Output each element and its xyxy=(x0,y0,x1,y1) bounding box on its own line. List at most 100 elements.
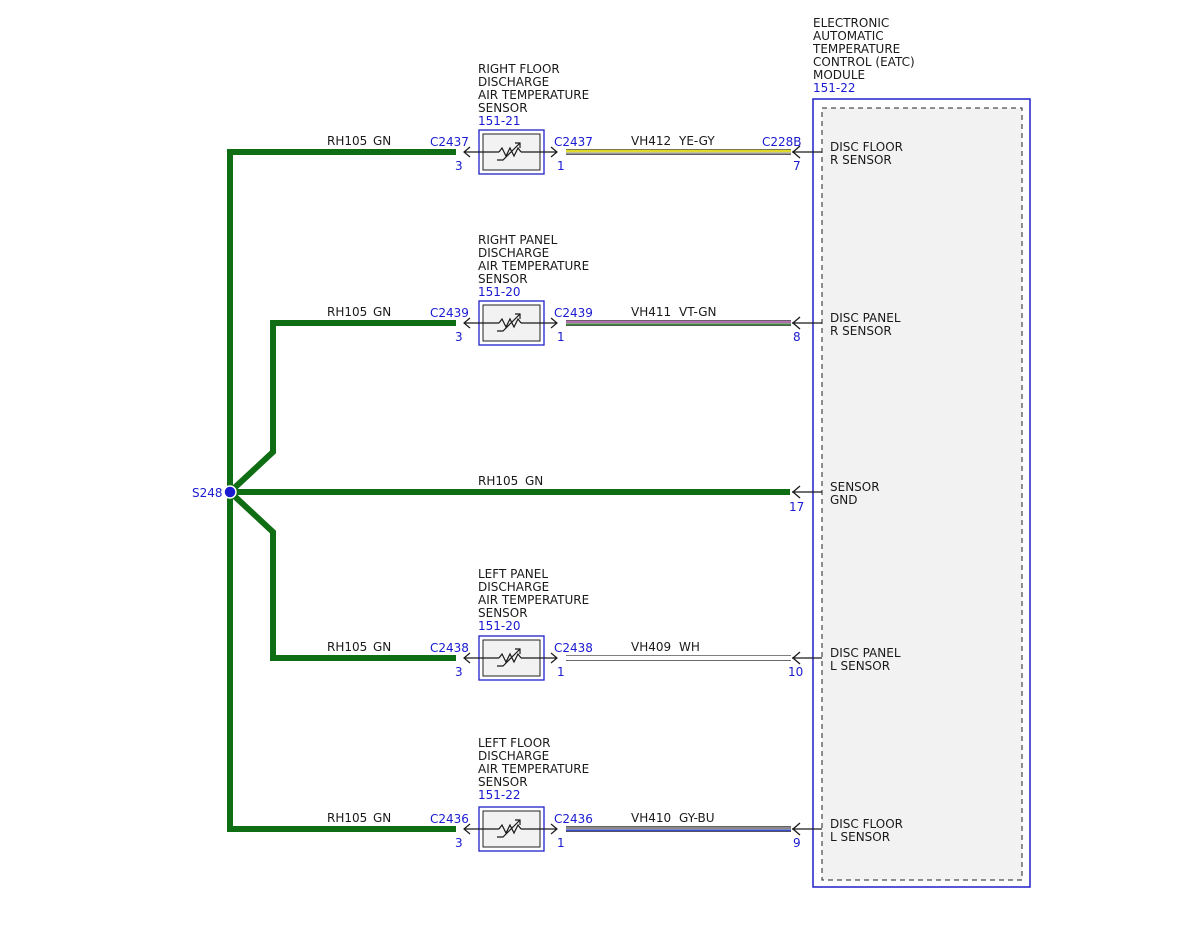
left-connector-label[interactable]: C2438 xyxy=(430,641,469,655)
eatc-module: ELECTRONIC AUTOMATIC TEMPERATURE CONTROL… xyxy=(812,16,1031,888)
ground-direct-color: GN xyxy=(525,474,543,488)
sensor-name-line: AIR TEMPERATURE xyxy=(478,593,589,607)
right-connector-label[interactable]: C2438 xyxy=(554,641,593,655)
module-pin-label[interactable]: 7 xyxy=(793,159,801,173)
sensor-name-line: RIGHT FLOOR xyxy=(478,62,560,76)
thermistor-icon xyxy=(463,142,558,161)
right-connector-label[interactable]: C2439 xyxy=(554,306,593,320)
sensor-component[interactable] xyxy=(463,129,558,175)
module-pin-description-line-2: R SENSOR xyxy=(830,153,892,167)
right-arrow-icon xyxy=(550,146,558,158)
sensor-name-line: DISCHARGE xyxy=(478,749,549,763)
module-arrow-icon xyxy=(792,316,822,330)
left-pin-label[interactable]: 3 xyxy=(455,665,463,679)
module-pin-label[interactable]: 9 xyxy=(793,836,801,850)
ground-color-label: GN xyxy=(373,640,391,654)
sensor-ref[interactable]: 151-21 xyxy=(478,114,521,128)
module-arrow-icon xyxy=(792,651,822,665)
right-arrow-icon xyxy=(550,823,558,835)
sensor-name-line: LEFT PANEL xyxy=(478,567,548,581)
module-outline xyxy=(812,98,1031,888)
module-pin-description-line-1: DISC FLOOR xyxy=(830,140,903,154)
ground-circuit-label: RH105 xyxy=(327,134,367,148)
right-arrow-icon xyxy=(550,652,558,664)
left-arrow-icon xyxy=(463,823,471,835)
left-pin-label[interactable]: 3 xyxy=(455,330,463,344)
sensor-name-line: RIGHT PANEL xyxy=(478,233,558,247)
splice-label[interactable]: S248 xyxy=(192,486,223,500)
left-connector-label[interactable]: C2437 xyxy=(430,135,469,149)
right-connector-label[interactable]: C2437 xyxy=(554,135,593,149)
signal-circuit-label: VH412 xyxy=(631,134,671,148)
ground-bus xyxy=(227,149,790,832)
right-connector-label[interactable]: C2436 xyxy=(554,812,593,826)
ground-color-label: GN xyxy=(373,811,391,825)
signal-wire-left-floor xyxy=(566,826,791,832)
signal-circuit-label: VH410 xyxy=(631,811,671,825)
ground-direct-module-pin[interactable]: 17 xyxy=(789,500,804,514)
ground-direct-module-line-2: GND xyxy=(830,493,858,507)
module-title-line-1: ELECTRONIC xyxy=(813,16,889,30)
sensor-name-line: AIR TEMPERATURE xyxy=(478,259,589,273)
ground-circuit-label: RH105 xyxy=(327,640,367,654)
right-pin-label[interactable]: 1 xyxy=(557,665,565,679)
ground-wire-left-panel xyxy=(227,489,456,661)
sensor-name-line: DISCHARGE xyxy=(478,246,549,260)
module-pin-label[interactable]: 8 xyxy=(793,330,801,344)
right-pin-label[interactable]: 1 xyxy=(557,330,565,344)
thermistor-icon xyxy=(463,648,558,667)
ground-wire-right-floor xyxy=(227,149,456,492)
module-title-line-2: AUTOMATIC xyxy=(813,29,884,43)
sensor-name-line: SENSOR xyxy=(478,101,528,115)
sensor-ref[interactable]: 151-22 xyxy=(478,788,521,802)
ground-direct-module-line-1: SENSOR xyxy=(830,480,880,494)
module-pin-label[interactable]: 10 xyxy=(788,665,803,679)
module-connector-label[interactable]: C228B xyxy=(762,135,802,149)
sensor-name-line: DISCHARGE xyxy=(478,580,549,594)
ground-wire-right-panel xyxy=(227,320,456,495)
sensor-name-line: SENSOR xyxy=(478,606,528,620)
left-arrow-icon xyxy=(463,317,471,329)
sensor-ref[interactable]: 151-20 xyxy=(478,285,521,299)
signal-color-label: VT-GN xyxy=(679,305,716,319)
module-pin-description-line-1: DISC PANEL xyxy=(830,311,901,325)
left-arrow-icon xyxy=(463,652,471,664)
left-pin-label[interactable]: 3 xyxy=(455,836,463,850)
module-body xyxy=(821,107,1023,881)
module-pin-description-line-1: DISC PANEL xyxy=(830,646,901,660)
sensor-name-line: DISCHARGE xyxy=(478,75,549,89)
module-title-line-5: MODULE xyxy=(813,68,865,82)
module-pin-description-line-2: L SENSOR xyxy=(830,830,890,844)
right-pin-label[interactable]: 1 xyxy=(557,159,565,173)
right-pin-label[interactable]: 1 xyxy=(557,836,565,850)
sensor-name-line: SENSOR xyxy=(478,272,528,286)
sensor-name-line: AIR TEMPERATURE xyxy=(478,88,589,102)
ground-color-label: GN xyxy=(373,134,391,148)
sensor-component[interactable] xyxy=(463,806,558,852)
sensor-name-line: LEFT FLOOR xyxy=(478,736,551,750)
sensor-component[interactable] xyxy=(463,635,558,681)
splice-s248: S248 xyxy=(192,485,237,500)
left-connector-label[interactable]: C2436 xyxy=(430,812,469,826)
sensor-name-line: AIR TEMPERATURE xyxy=(478,762,589,776)
ground-wire-left-floor xyxy=(227,492,456,832)
module-title-line-4: CONTROL (EATC) xyxy=(813,55,915,69)
ground-direct-arrow xyxy=(792,485,822,499)
signal-color-label: YE-GY xyxy=(678,134,715,148)
module-arrow-icon xyxy=(792,822,822,836)
left-pin-label[interactable]: 3 xyxy=(455,159,463,173)
splice-dot[interactable] xyxy=(223,485,237,499)
signal-wire-left-panel xyxy=(566,655,791,661)
left-connector-label[interactable]: C2439 xyxy=(430,306,469,320)
signal-color-label: GY-BU xyxy=(679,811,715,825)
module-arrow-icon xyxy=(792,145,822,159)
sensor-ref[interactable]: 151-20 xyxy=(478,619,521,633)
sensor-component[interactable] xyxy=(463,300,558,346)
module-ref[interactable]: 151-22 xyxy=(813,81,856,95)
module-title-line-3: TEMPERATURE xyxy=(812,42,900,56)
